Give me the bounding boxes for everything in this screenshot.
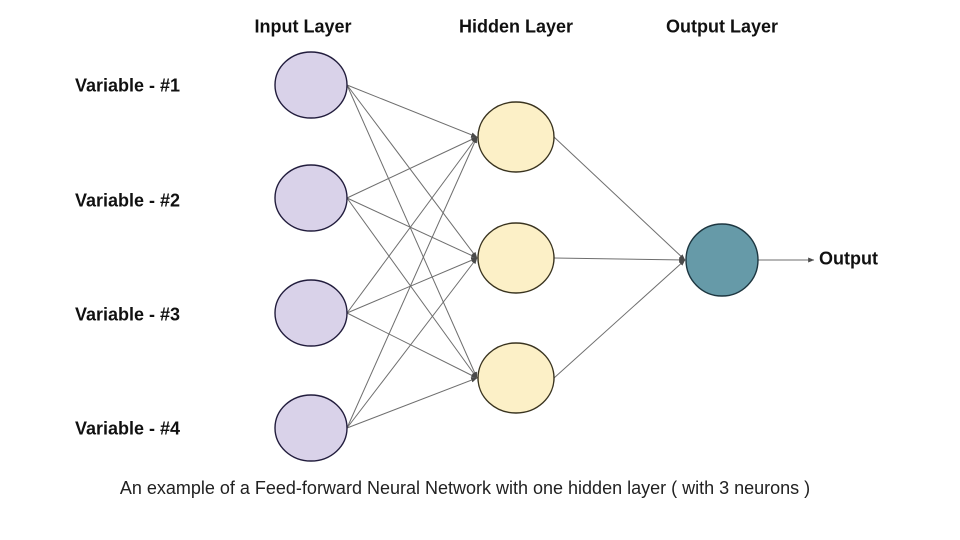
edge-input-to-hidden [346,377,478,429]
edge-input-to-hidden [346,136,478,429]
edge-input-to-hidden [346,84,478,379]
edge-input-to-hidden [346,257,478,429]
node-hidden-3 [477,342,555,414]
variable-label-4: Variable - #4 [75,418,181,439]
layer-title-hidden: Hidden Layer [458,16,574,37]
output-label: Output [819,248,878,269]
variable-label-2: Variable - #2 [75,190,181,211]
node-input-2 [274,164,348,232]
edge-input-to-hidden [346,84,478,259]
variable-label-3: Variable - #3 [75,304,181,325]
edge-input-to-hidden [346,197,478,259]
layer-title-output: Output Layer [665,16,779,37]
edge-input-to-hidden [346,136,478,199]
node-hidden-2 [477,222,555,294]
edge-input-to-hidden [346,197,478,379]
node-input-1 [274,51,348,119]
node-input-3 [274,279,348,347]
edge-hidden-to-output [553,136,686,261]
layer-title-input: Input Layer [254,16,352,37]
caption: An example of a Feed-forward Neural Netw… [119,478,811,498]
node-hidden-1 [477,101,555,173]
edge-input-to-hidden [346,312,478,379]
edge-input-to-hidden [346,257,478,314]
edge-input-to-hidden [346,136,478,314]
node-input-4 [274,394,348,462]
node-output-1 [685,223,759,297]
edge-hidden-to-output [553,259,686,379]
edge-input-to-hidden [346,84,478,138]
variable-label-1: Variable - #1 [75,75,181,96]
edge-hidden-to-output [553,257,686,263]
